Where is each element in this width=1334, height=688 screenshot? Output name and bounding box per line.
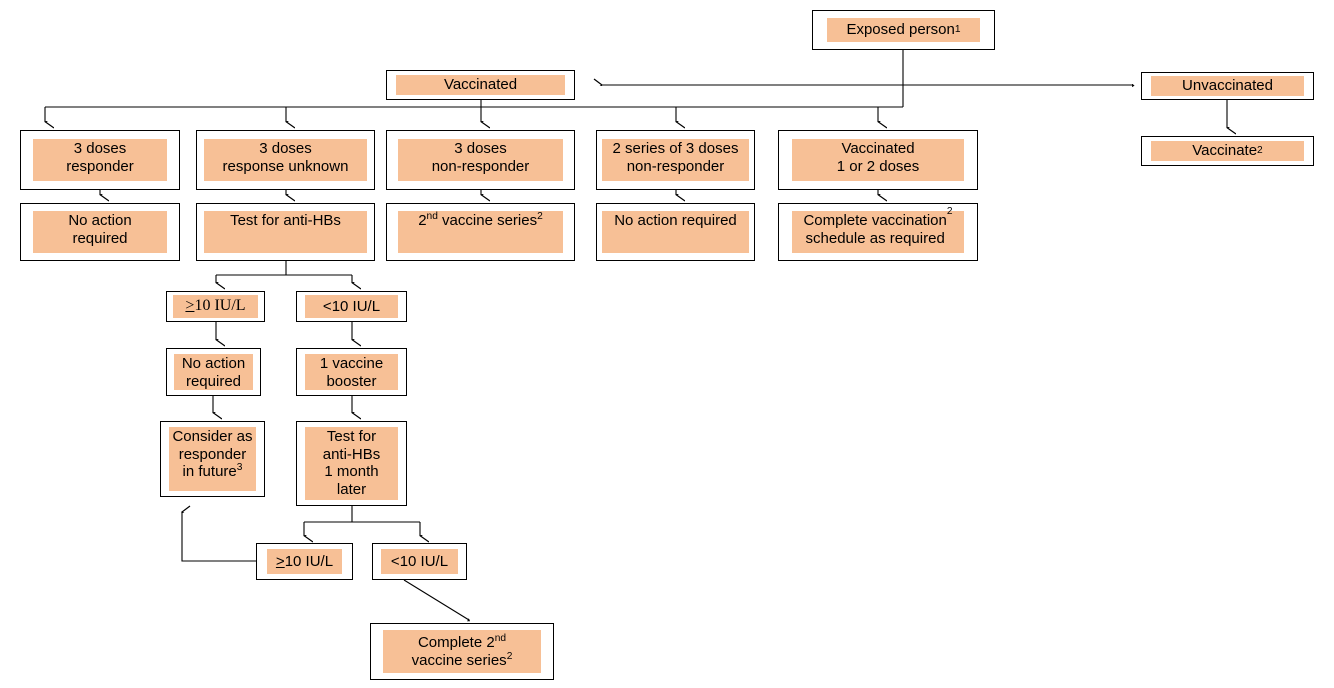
node-no-action-required-1-fill: No action required: [33, 211, 167, 253]
node-complete-2nd-vaccine-series-label: Complete 2nd vaccine series2: [411, 632, 513, 669]
node-3-doses-response-unknown-fill: 3 doses response unknown: [204, 139, 367, 181]
node-2nd-vaccine-series-fill: 2nd vaccine series2: [398, 211, 563, 253]
node-titer-lt10-b-label: <10 IU/L: [390, 552, 449, 570]
node-2-series-non-responder[interactable]: 2 series of 3 doses non-responder: [596, 130, 755, 190]
node-complete-2nd-vaccine-series[interactable]: Complete 2nd vaccine series2: [370, 623, 554, 680]
node-complete-vaccination-schedule-label: Complete vaccination schedule as require…: [803, 212, 947, 247]
ordinal-nd: nd: [494, 632, 507, 644]
node-titer-ge10-b-label: >10 IU/L: [275, 552, 334, 570]
node-2-series-non-responder-label: 2 series of 3 doses non-responder: [612, 140, 739, 175]
node-1-vaccine-booster-label: 1 vaccine booster: [319, 355, 384, 390]
node-complete-vaccination-schedule-fill: Complete vaccination schedule as require…: [792, 206, 964, 253]
node-consider-as-responder-label: Consider as responder in future3: [172, 428, 253, 481]
node-titer-lt10-a-fill: <10 IU/L: [305, 295, 398, 318]
node-vaccinated-fill: Vaccinated: [396, 75, 565, 95]
node-3-doses-response-unknown-label: 3 doses response unknown: [222, 140, 349, 175]
less-than-symbol: <: [322, 297, 332, 315]
node-3-doses-non-responder[interactable]: 3 doses non-responder: [386, 130, 575, 190]
node-3-doses-responder-fill: 3 doses responder: [33, 139, 167, 181]
node-no-action-required-3-fill: No action required: [174, 354, 253, 390]
node-titer-lt10-a[interactable]: <10 IU/L: [296, 291, 407, 322]
node-3-doses-non-responder-label: 3 doses non-responder: [431, 140, 530, 175]
node-titer-ge10-b-fill: >10 IU/L: [267, 549, 342, 574]
node-3-doses-non-responder-fill: 3 doses non-responder: [398, 139, 563, 181]
node-no-action-required-1[interactable]: No action required: [20, 203, 180, 261]
greater-or-equal-symbol: >: [185, 297, 195, 315]
node-titer-lt10-b[interactable]: <10 IU/L: [372, 543, 467, 580]
node-unvaccinated[interactable]: Unvaccinated: [1141, 72, 1314, 100]
node-1-vaccine-booster[interactable]: 1 vaccine booster: [296, 348, 407, 396]
node-no-action-required-3-label: No action required: [181, 355, 246, 390]
footnote-ref-2: 2: [506, 650, 513, 662]
node-vaccinated-1-or-2-doses-fill: Vaccinated 1 or 2 doses: [792, 139, 964, 181]
node-titer-ge10-a-fill: >10 IU/L: [173, 295, 258, 318]
node-vaccinated-1-or-2-doses[interactable]: Vaccinated 1 or 2 doses: [778, 130, 978, 190]
node-exposed-person-label: Exposed person: [846, 21, 955, 39]
node-titer-lt10-a-label: <10 IU/L: [322, 297, 381, 315]
node-complete-2nd-vaccine-series-fill: Complete 2nd vaccine series2: [383, 630, 541, 673]
less-than-symbol: <: [390, 552, 400, 570]
ordinal-nd: nd: [426, 211, 438, 222]
node-test-for-anti-hbs-label: Test for anti-HBs: [230, 212, 341, 229]
node-titer-ge10-a[interactable]: >10 IU/L: [166, 291, 265, 322]
node-3-doses-responder-label: 3 doses responder: [66, 140, 134, 175]
node-3-doses-responder[interactable]: 3 doses responder: [20, 130, 180, 190]
node-no-action-required-2-fill: No action required: [602, 211, 749, 253]
footnote-ref-3: 3: [236, 462, 243, 474]
node-test-for-anti-hbs-fill: Test for anti-HBs: [204, 211, 367, 253]
node-no-action-required-3[interactable]: No action required: [166, 348, 261, 396]
node-vaccinated[interactable]: Vaccinated: [386, 70, 575, 100]
node-unvaccinated-fill: Unvaccinated: [1151, 76, 1304, 96]
footnote-ref-2: 2: [537, 211, 543, 222]
node-vaccinated-1-or-2-doses-label: Vaccinated 1 or 2 doses: [836, 140, 920, 175]
node-2nd-vaccine-series-label: 2nd vaccine series2: [418, 211, 543, 229]
node-no-action-required-2[interactable]: No action required: [596, 203, 755, 261]
node-titer-lt10-b-fill: <10 IU/L: [381, 549, 458, 574]
node-test-anti-hbs-1-month-later-fill: Test for anti-HBs 1 month later: [305, 427, 398, 500]
node-vaccinate-label: Vaccinate: [1192, 142, 1258, 160]
greater-or-equal-symbol: >: [275, 552, 285, 570]
node-1-vaccine-booster-fill: 1 vaccine booster: [305, 354, 398, 390]
node-unvaccinated-label: Unvaccinated: [1182, 77, 1273, 95]
node-test-anti-hbs-1-month-later[interactable]: Test for anti-HBs 1 month later: [296, 421, 407, 506]
node-vaccinated-label: Vaccinated: [443, 76, 518, 94]
node-2nd-vaccine-series[interactable]: 2nd vaccine series2: [386, 203, 575, 261]
node-test-for-anti-hbs[interactable]: Test for anti-HBs: [196, 203, 375, 261]
node-titer-ge10-a-label: >10 IU/L: [185, 297, 246, 315]
node-no-action-required-1-label: No action required: [68, 212, 132, 247]
node-consider-as-responder[interactable]: Consider as responder in future3: [160, 421, 265, 497]
node-titer-ge10-b[interactable]: >10 IU/L: [256, 543, 353, 580]
node-no-action-required-2-label: No action required: [614, 212, 737, 229]
node-test-anti-hbs-1-month-later-label: Test for anti-HBs 1 month later: [322, 428, 381, 499]
node-3-doses-response-unknown[interactable]: 3 doses response unknown: [196, 130, 375, 190]
node-2-series-non-responder-fill: 2 series of 3 doses non-responder: [602, 139, 749, 181]
node-consider-as-responder-fill: Consider as responder in future3: [169, 427, 256, 491]
node-complete-vaccination-schedule[interactable]: Complete vaccination schedule as require…: [778, 203, 978, 261]
